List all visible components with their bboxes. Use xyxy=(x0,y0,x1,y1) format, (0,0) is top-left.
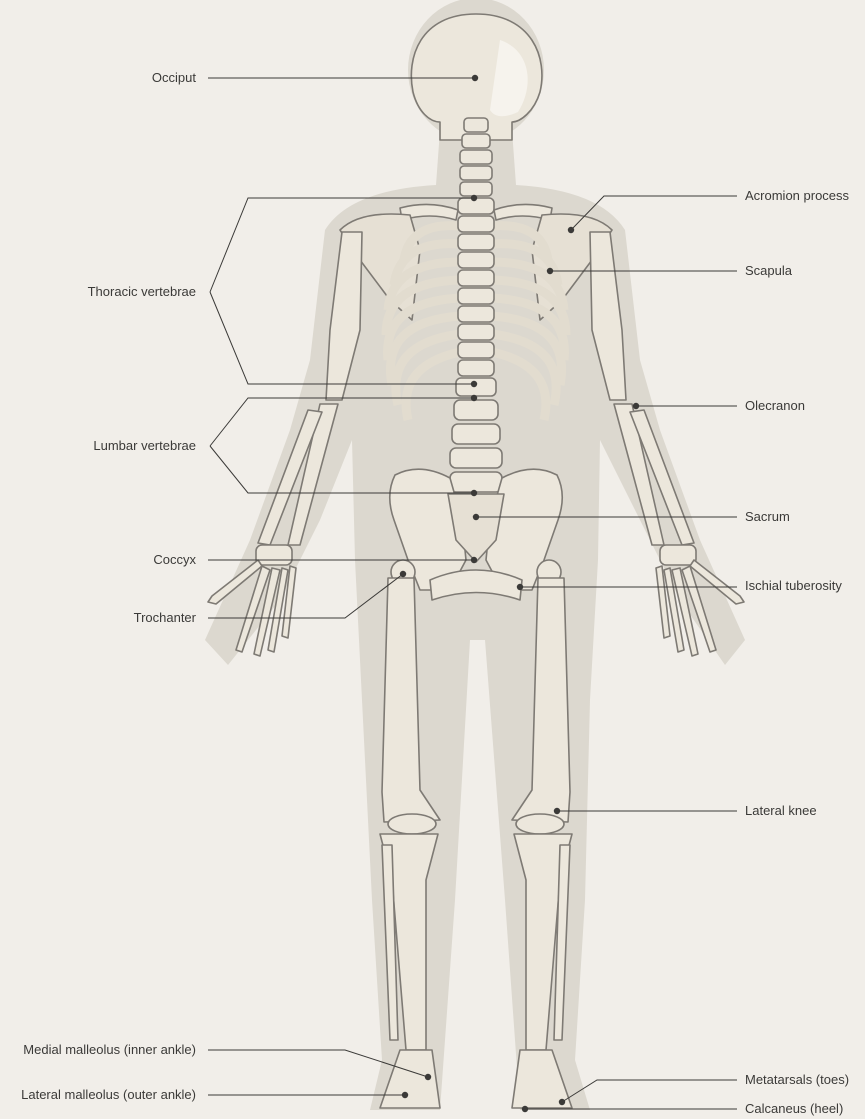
label-thoracic-vertebrae: Thoracic vertebrae xyxy=(88,284,196,300)
label-ischial-tuberosity: Ischial tuberosity xyxy=(745,578,842,594)
leader-metatarsals xyxy=(562,1080,737,1102)
label-sacrum: Sacrum xyxy=(745,509,790,525)
dot-metatarsals xyxy=(559,1099,565,1105)
dot-ischial xyxy=(517,584,523,590)
dot-olecranon xyxy=(633,403,639,409)
label-metatarsals: Metatarsals (toes) xyxy=(745,1072,849,1088)
dot-sacrum xyxy=(473,514,479,520)
label-coccyx: Coccyx xyxy=(153,552,196,568)
label-lateral-knee: Lateral knee xyxy=(745,803,817,819)
dot-occiput xyxy=(472,75,478,81)
dot-trochanter xyxy=(400,571,406,577)
label-scapula: Scapula xyxy=(745,263,792,279)
left-patella xyxy=(388,814,436,834)
label-calcaneus: Calcaneus (heel) xyxy=(745,1101,843,1117)
dot-coccyx xyxy=(471,557,477,563)
right-patella xyxy=(516,814,564,834)
dot-thoracic-bottom xyxy=(471,381,477,387)
label-lumbar-vertebrae: Lumbar vertebrae xyxy=(93,438,196,454)
label-lateral-malleolus: Lateral malleolus (outer ankle) xyxy=(21,1087,196,1103)
label-medial-malleolus: Medial malleolus (inner ankle) xyxy=(23,1042,196,1058)
spine xyxy=(450,198,502,492)
label-acromion-process: Acromion process xyxy=(745,188,849,204)
label-trochanter: Trochanter xyxy=(134,610,196,626)
dot-calcaneus xyxy=(522,1106,528,1112)
label-olecranon: Olecranon xyxy=(745,398,805,414)
label-occiput: Occiput xyxy=(152,70,196,86)
dot-acromion xyxy=(568,227,574,233)
dot-lumbar-top xyxy=(471,395,477,401)
dot-lateral-malleolus xyxy=(402,1092,408,1098)
dot-scapula xyxy=(547,268,553,274)
cervical-spine xyxy=(460,118,492,196)
dot-lateral-knee xyxy=(554,808,560,814)
dot-thoracic-top xyxy=(471,195,477,201)
dot-lumbar-bottom xyxy=(471,490,477,496)
dot-medial-malleolus xyxy=(425,1074,431,1080)
